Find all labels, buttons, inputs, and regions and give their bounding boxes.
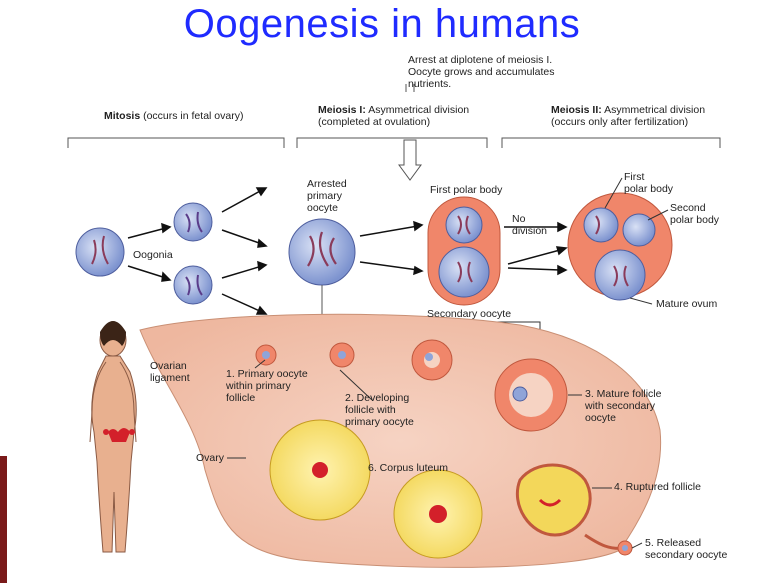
mature-ovum-group <box>568 193 672 300</box>
step1-label: 1. Primary oocyte within primary follicl… <box>226 368 308 404</box>
developing-follicle <box>412 340 452 380</box>
step2-label: 2. Developing follicle with primary oocy… <box>345 392 414 428</box>
mature-follicle <box>495 359 567 431</box>
corpus-luteum-small <box>394 470 482 558</box>
second-polar-body-label: Second polar body <box>670 202 719 226</box>
step5-label: 5. Released secondary oocyte <box>645 537 727 561</box>
arrested-oocyte-label: Arrested primary oocyte <box>307 178 347 214</box>
secondary-oocyte-label: Secondary oocyte <box>427 308 511 320</box>
oogonia-label: Oogonia <box>133 249 173 261</box>
corpus-luteum-large <box>270 420 370 520</box>
ovarian-ligament-label: Ovarian ligament <box>150 360 190 384</box>
oogonium-cell <box>174 203 212 241</box>
step6-label: 6. Corpus luteum <box>368 462 448 474</box>
arrest-arrow <box>399 84 421 180</box>
human-figure <box>90 321 136 552</box>
meiosis1-arrows <box>360 222 422 274</box>
arrested-primary-oocyte <box>289 219 355 322</box>
primary-follicle <box>256 345 276 365</box>
arrest-note: Arrest at diplotene of meiosis I. Oocyte… <box>408 54 555 90</box>
first-polar-body-label-2: First polar body <box>624 171 673 195</box>
step4-label: 4. Ruptured follicle <box>614 481 701 493</box>
developing-follicle-small <box>330 343 354 367</box>
first-polar-body-label: First polar body <box>430 184 502 196</box>
meiosis2-label: Meiosis II: Asymmetrical division(occurs… <box>551 104 705 128</box>
oogonium-cell <box>76 228 124 276</box>
mature-ovum-label: Mature ovum <box>656 298 717 310</box>
meiosis1-label: Meiosis I: Asymmetrical division(complet… <box>318 104 469 128</box>
step3-label: 3. Mature follicle with secondary oocyte <box>585 388 661 424</box>
phase-brackets <box>68 138 720 148</box>
ovary-label: Ovary <box>196 452 224 464</box>
no-division-label: No division <box>512 213 547 237</box>
secondary-oocyte <box>428 197 500 305</box>
mitosis-label: Mitosis (occurs in fetal ovary) <box>104 110 243 122</box>
oogonium-cell <box>174 266 212 304</box>
